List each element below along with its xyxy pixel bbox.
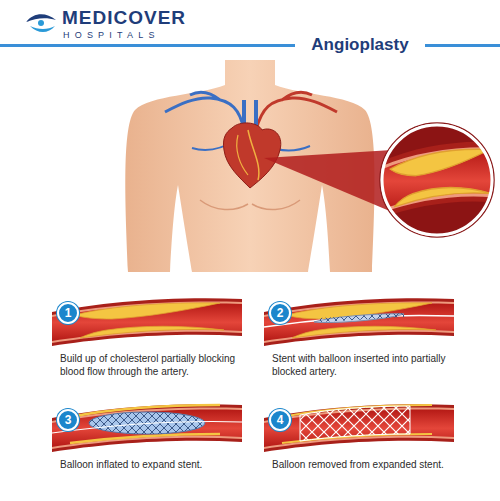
page-title: Angioplasty	[300, 35, 420, 55]
header-rule	[0, 44, 500, 47]
blood-vessels	[165, 92, 244, 130]
callout-number: 4	[277, 414, 284, 426]
artery-step-one	[74, 303, 224, 338]
magnifier	[264, 123, 500, 238]
artery-step-one	[52, 298, 242, 346]
step-caption: Balloon inflated to expand stent.	[60, 458, 256, 471]
magnifier	[382, 125, 492, 235]
artery-step-two	[264, 298, 454, 346]
logo-icon	[26, 14, 56, 32]
torso	[200, 200, 300, 210]
heart	[223, 123, 280, 188]
magnifier	[375, 142, 500, 220]
magnifier	[375, 123, 500, 238]
callout-number: 1	[65, 307, 72, 319]
step-number: 2	[269, 302, 291, 324]
blood-vessels	[256, 92, 337, 130]
artery-step-three	[70, 434, 220, 443]
heart	[237, 135, 248, 175]
step-caption: Build up of cholesterol partially blocki…	[60, 352, 256, 378]
step-caption: Balloon removed from expanded stent.	[272, 458, 468, 471]
logo-wordmark: MEDICOVER	[62, 7, 186, 29]
artery-step-two	[264, 298, 454, 346]
artery-step-two	[314, 314, 404, 323]
callout-number: 3	[65, 414, 72, 426]
artery-step-three	[52, 404, 242, 452]
artery-step-two	[286, 303, 436, 338]
logo-subtitle: HOSPITALS	[63, 30, 160, 40]
artery-step-three	[52, 422, 242, 433]
magnifier	[264, 150, 392, 212]
step-number: 4	[269, 409, 291, 431]
step-number: 1	[57, 302, 79, 324]
heart	[223, 123, 280, 188]
header-rule	[0, 44, 295, 47]
artery-step-one	[52, 298, 242, 346]
logo-icon	[38, 20, 44, 26]
artery-step-three	[52, 404, 242, 452]
artery-step-two	[320, 315, 404, 320]
header-rule	[425, 44, 500, 47]
step-caption: Stent with balloon inserted into partial…	[272, 352, 468, 378]
magnifier	[390, 149, 493, 207]
artery-step-four	[300, 406, 410, 441]
step-number: 3	[57, 409, 79, 431]
callout-number: 2	[277, 307, 284, 319]
artery-step-four	[264, 404, 454, 452]
heart	[248, 130, 259, 180]
artery-step-four	[264, 404, 454, 452]
logo-icon	[30, 26, 55, 32]
